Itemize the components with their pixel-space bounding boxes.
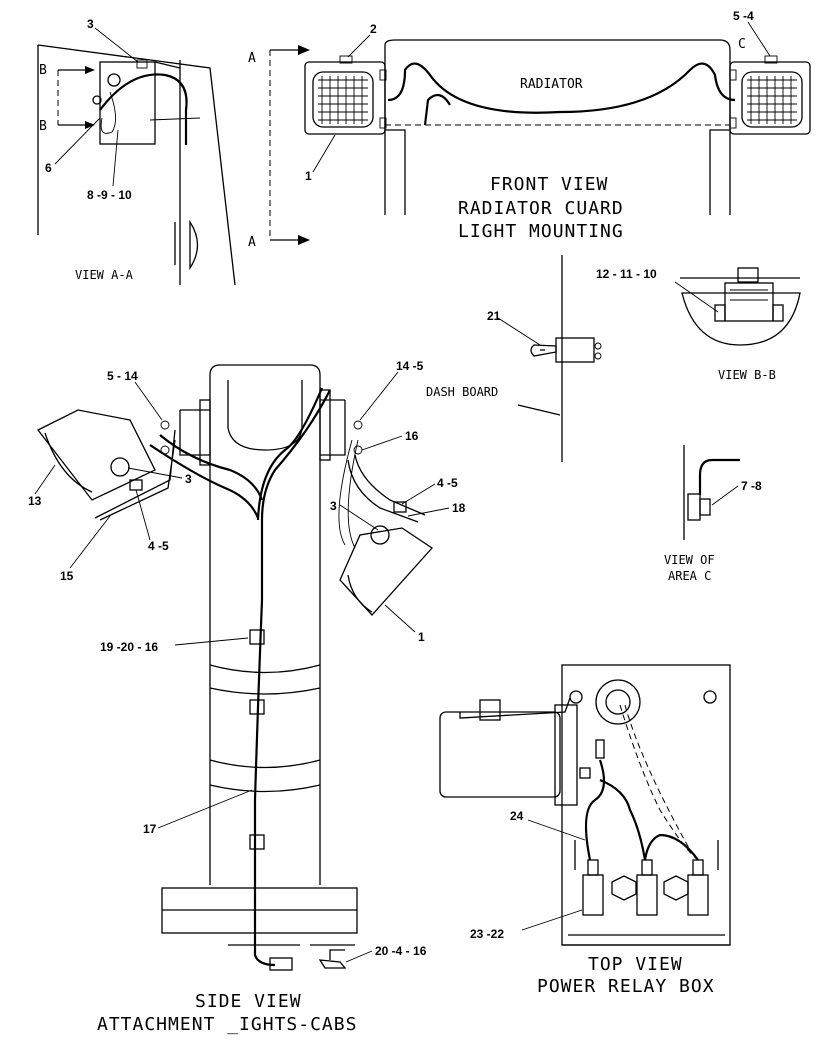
callout-sv-4-5-left: 4 -5 <box>148 539 169 553</box>
top-view-drawing <box>439 664 731 946</box>
callout-sv-1: 1 <box>418 630 425 644</box>
view-bb-drawing <box>680 267 801 346</box>
callout-sv-5-14: 5 - 14 <box>107 369 138 383</box>
front-view-caption-3: LIGHT MOUNTING <box>458 221 624 242</box>
view-aa-drawing <box>37 44 236 286</box>
top-view-caption-1: TOP VIEW <box>588 954 683 975</box>
view-area-c-caption-1: VIEW OF <box>664 553 715 567</box>
front-view-caption-2: RADIATOR CUARD <box>458 198 624 219</box>
side-view-caption-2: ATTACHMENT _IGHTS-CABS <box>97 1014 357 1035</box>
section-letter-b-top: B <box>39 63 47 78</box>
callout-fv-1: 1 <box>305 169 312 183</box>
section-letter-b-bottom: B <box>39 119 47 134</box>
front-view-caption-1: FRONT VIEW <box>490 174 608 195</box>
callout-sv-15: 15 <box>60 569 74 583</box>
dash-board-label: DASH BOARD <box>426 385 498 399</box>
section-letter-a-top: A <box>248 51 256 66</box>
callout-sv-17: 17 <box>143 822 157 836</box>
callout-fv-2: 2 <box>370 22 377 36</box>
section-letter-a-bottom: A <box>248 235 256 250</box>
callout-sv-3-left: 3 <box>185 472 192 486</box>
callout-sv-18: 18 <box>452 501 466 515</box>
view-area-c-drawing <box>683 445 740 540</box>
callout-sv-14-5: 14 -5 <box>396 359 424 373</box>
callout-sv-20-4-16: 20 -4 - 16 <box>375 944 427 958</box>
view-bb-caption: VIEW B-B <box>718 368 776 382</box>
front-view-drawing <box>304 39 811 215</box>
callout-sv-19-20-16: 19 -20 - 16 <box>100 640 158 654</box>
callout-tv-24: 24 <box>510 809 524 823</box>
callout-c-7-8: 7 -8 <box>741 479 762 493</box>
callout-sv-4-5-right: 4 -5 <box>437 476 458 490</box>
dash-board-drawing <box>517 255 602 462</box>
radiator-label: RADIATOR <box>520 77 583 92</box>
top-view-caption-2: POWER RELAY BOX <box>537 976 715 997</box>
view-area-c-caption-2: AREA C <box>668 569 711 583</box>
callout-sv-16: 16 <box>405 429 419 443</box>
side-view-caption-1: SIDE VIEW <box>195 991 302 1012</box>
callout-sv-3-right: 3 <box>330 499 337 513</box>
callout-aa-8-9-10: 8 -9 - 10 <box>87 188 132 202</box>
callout-bb-12-11-10: 12 - 11 - 10 <box>596 267 657 281</box>
section-a-arrows <box>269 45 310 245</box>
side-view-drawing <box>37 364 433 971</box>
callout-sv-13: 13 <box>28 494 42 508</box>
callout-fv-5-4: 5 -4 <box>733 9 754 23</box>
callout-aa-3: 3 <box>87 17 94 31</box>
callout-tv-23-22: 23 -22 <box>470 927 504 941</box>
callout-aa-6: 6 <box>45 161 52 175</box>
callout-db-21: 21 <box>487 309 501 323</box>
view-aa-caption: VIEW A-A <box>75 268 134 282</box>
section-letter-c: C <box>738 37 746 52</box>
